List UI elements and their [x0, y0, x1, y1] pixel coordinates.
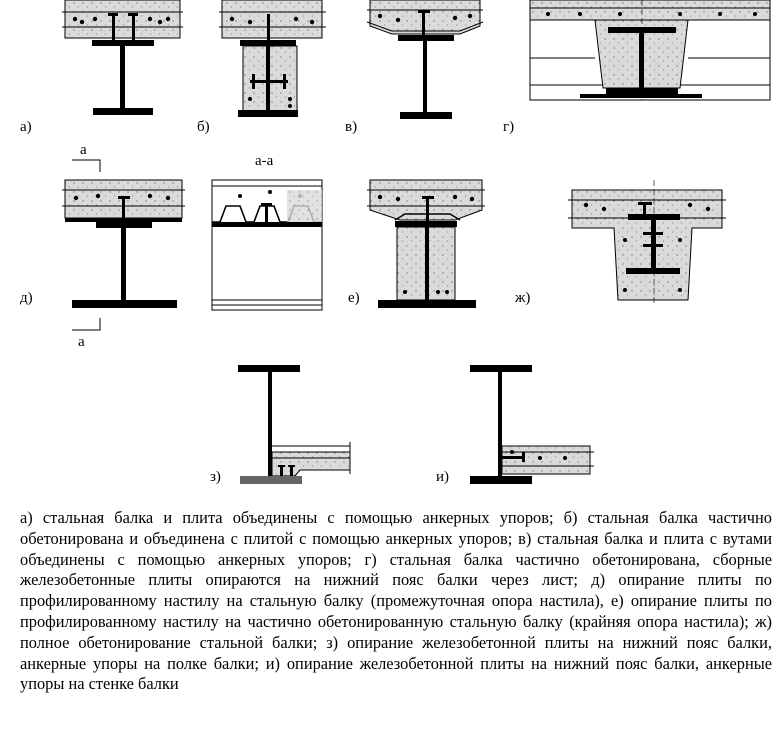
top-flange: [470, 365, 532, 372]
detail-v: в): [345, 0, 484, 135]
detail-b: б): [197, 0, 326, 135]
detail-z: з): [210, 365, 351, 485]
web: [425, 227, 429, 300]
top-flange: [92, 40, 154, 46]
label-e: е): [348, 290, 360, 306]
label-zh: ж): [514, 290, 530, 306]
web: [121, 228, 126, 300]
concrete-slab: [64, 0, 181, 39]
section-mark-bottom: а: [78, 334, 85, 350]
anchor-studs: [108, 13, 138, 41]
top-flange: [96, 222, 152, 228]
web: [120, 46, 125, 108]
section-title: а-а: [255, 153, 274, 169]
cross-bar: [250, 80, 288, 83]
rebar-dots: [72, 16, 171, 25]
bottom-flange: [240, 476, 302, 484]
detail-i: и): [436, 365, 594, 485]
composite-beam-diagram: а) б) в): [20, 0, 771, 485]
bearing-plate: [580, 94, 702, 98]
label-a: а): [20, 119, 32, 135]
profiled-sheet: [65, 218, 182, 222]
label-g: г): [503, 119, 514, 135]
bottom-flange: [626, 268, 680, 274]
bottom-flange: [400, 112, 452, 119]
top-flange: [238, 365, 300, 372]
detail-g: г): [503, 0, 771, 135]
figure-caption: а) стальная балка и плита объединены с п…: [20, 508, 772, 694]
top-flange: [395, 221, 457, 227]
web: [268, 372, 272, 476]
frame: [529, 0, 771, 101]
section-mark-top: а: [80, 142, 87, 158]
label-d: д): [20, 290, 33, 306]
label-z: з): [210, 469, 221, 485]
bottom-flange: [93, 108, 153, 115]
bottom-flange: [378, 300, 476, 308]
detail-zh: ж): [514, 180, 726, 306]
web: [498, 372, 502, 476]
web: [423, 41, 427, 113]
slab: [271, 451, 351, 477]
detail-e: е): [348, 179, 485, 308]
label-b: б): [197, 119, 210, 135]
top-flange: [398, 35, 454, 41]
flange: [212, 222, 322, 227]
detail-d: а д) а: [20, 142, 185, 350]
anchor-stud: [267, 14, 270, 41]
detail-a: а): [20, 0, 183, 135]
bottom-flange: [72, 300, 177, 308]
topping: [529, 0, 771, 21]
concrete-slab: [221, 0, 323, 39]
label-i: и): [436, 469, 449, 485]
bottom-flange: [238, 110, 298, 117]
web: [266, 46, 270, 111]
top-flange: [240, 40, 296, 46]
frame: [211, 179, 323, 311]
section-aa: а-а: [211, 153, 323, 311]
bottom-flange: [470, 476, 532, 484]
web: [639, 33, 644, 88]
label-v: в): [345, 119, 357, 135]
slab: [501, 445, 591, 475]
